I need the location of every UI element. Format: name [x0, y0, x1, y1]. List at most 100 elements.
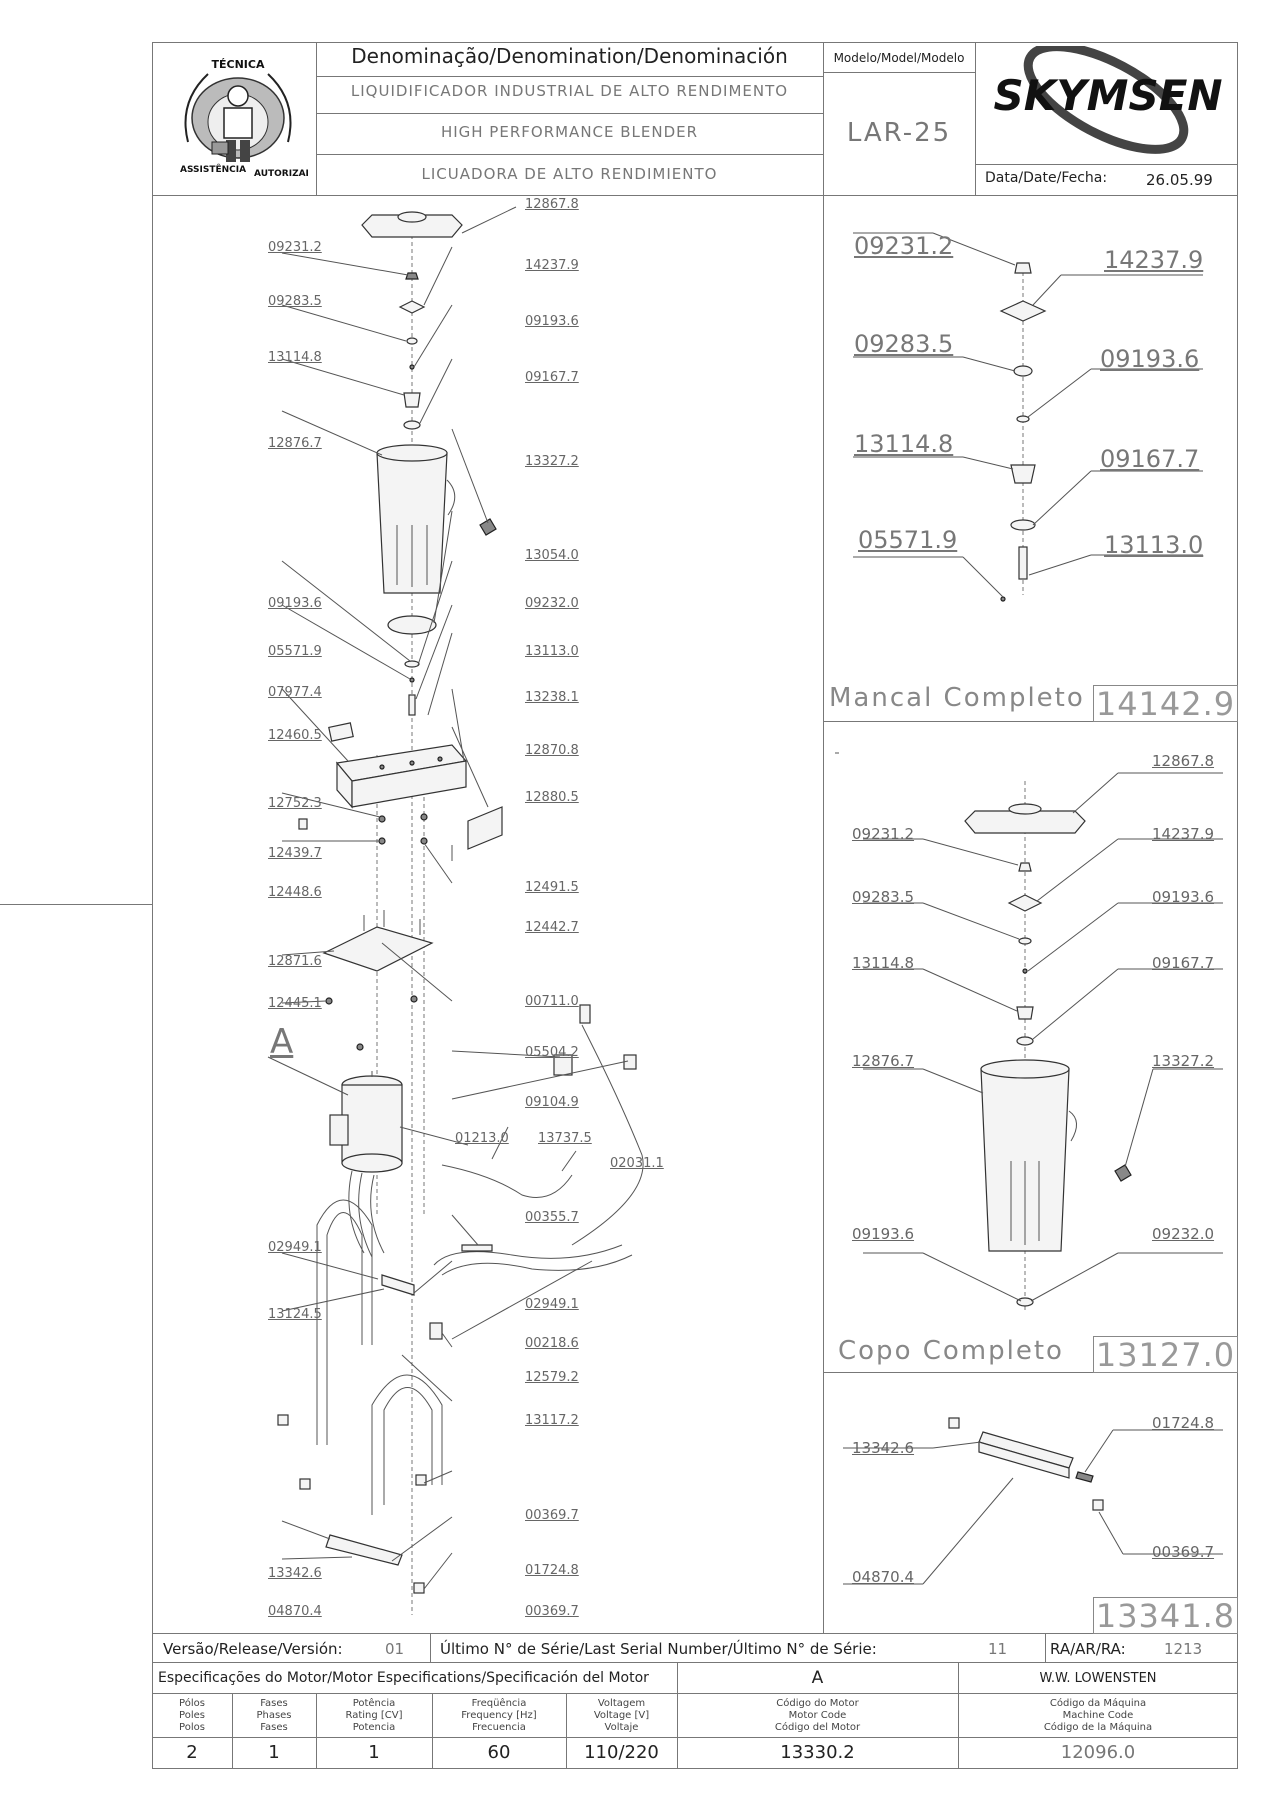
date-label: Data/Date/Fecha: — [985, 170, 1108, 186]
callout-label: 02949.1 — [268, 1240, 322, 1255]
mancal-panel — [823, 195, 1238, 721]
mancal-callout: 13114.8 — [854, 430, 954, 458]
callout-label: 00218.6 — [525, 1336, 579, 1351]
callout-label: 12579.2 — [525, 1370, 579, 1385]
callout-label: 04870.4 — [268, 1604, 322, 1619]
base-callout: 01724.8 — [1152, 1414, 1215, 1432]
callout-label: 12448.6 — [268, 885, 322, 900]
machine-code-value: 12096.0 — [1060, 1742, 1136, 1763]
callout-label: 13342.6 — [268, 1566, 322, 1581]
voltage-value: 110/220 — [584, 1742, 659, 1763]
callout-label: 01213.0 — [455, 1131, 509, 1146]
callout-label: 12870.8 — [525, 743, 579, 758]
callout-label: 05504.2 — [525, 1045, 579, 1060]
version-value: 01 — [385, 1640, 405, 1658]
callout-motor-a: A — [270, 1022, 294, 1062]
callout-label: 09167.7 — [525, 370, 579, 385]
mancal-callout: 09193.6 — [1100, 345, 1200, 373]
brand-wordmark: SKYMSEN — [993, 71, 1222, 120]
exploded-view-drawing — [152, 195, 823, 1633]
base-callout: 04870.4 — [852, 1568, 915, 1586]
motor-code-value: 13330.2 — [780, 1742, 855, 1763]
poles-value: 2 — [186, 1742, 198, 1763]
base-panel — [823, 1372, 1238, 1633]
callout-label: 12876.7 — [268, 436, 322, 451]
callout-label: 13327.2 — [525, 454, 579, 469]
copo-callout: 09232.0 — [1152, 1225, 1215, 1243]
copo-callout: 09193.6 — [1152, 888, 1215, 906]
callout-label: 07977.4 — [268, 685, 322, 700]
motor-letter: A — [811, 1668, 824, 1688]
base-callout: 00369.7 — [1152, 1543, 1215, 1561]
skymsen-logo: SKYMSEN — [978, 42, 1236, 162]
frequency-value: 60 — [487, 1742, 511, 1763]
copo-code: 13127.0 — [1093, 1336, 1238, 1374]
denomination-title: Denominação/Denomination/Denominación — [351, 44, 788, 68]
power-value: 1 — [368, 1742, 380, 1763]
callout-label: 00355.7 — [525, 1210, 579, 1225]
callout-label: 13114.8 — [268, 350, 322, 365]
date-value: 26.05.99 — [1146, 171, 1213, 189]
callout-label: 13117.2 — [525, 1413, 579, 1428]
callout-label: 13124.5 — [268, 1307, 322, 1322]
callout-label: 13737.5 — [538, 1131, 592, 1146]
callout-label: 02031.1 — [610, 1156, 664, 1171]
model-title: Modelo/Model/Modelo — [833, 51, 965, 65]
copo-panel — [823, 721, 1238, 1372]
copo-callout: 09193.6 — [852, 1225, 915, 1243]
callout-label: 09193.6 — [525, 314, 579, 329]
callout-label: 09232.0 — [525, 596, 579, 611]
callout-label: 12752.3 — [268, 796, 322, 811]
callout-label: 13113.0 — [525, 644, 579, 659]
callout-label: 05571.9 — [268, 644, 322, 659]
copo-callout: 09231.2 — [852, 825, 915, 843]
callout-label: 13054.0 — [525, 548, 579, 563]
copo-callout: 09167.7 — [1152, 954, 1215, 972]
left-margin-line — [0, 904, 152, 905]
callout-label: 01724.8 — [525, 1563, 579, 1578]
callout-label: 12867.8 — [525, 197, 579, 212]
motor-manufacturer: W.W. LOWENSTEN — [1039, 1671, 1157, 1686]
copo-callout: 13114.8 — [852, 954, 915, 972]
callout-label: 13238.1 — [525, 690, 579, 705]
callout-label: 00369.7 — [525, 1604, 579, 1619]
mancal-callout: 05571.9 — [858, 526, 958, 554]
serial-value: 11 — [988, 1640, 1008, 1658]
callout-label: 09283.5 — [268, 294, 322, 309]
authorized-service-seal: TÉCNICA ASSISTÊNCIA AUTORIZADA — [168, 52, 320, 184]
mancal-callout: 13113.0 — [1104, 531, 1204, 559]
mancal-code: 14142.9 — [1093, 685, 1238, 723]
mancal-callout: 09283.5 — [854, 330, 954, 358]
callout-label: 12880.5 — [525, 790, 579, 805]
copo-title: Copo Completo — [838, 1336, 1064, 1366]
callout-label: 14237.9 — [525, 258, 579, 273]
mancal-callout: 09231.2 — [854, 232, 954, 260]
callout-label: 12439.7 — [268, 846, 322, 861]
copo-callout: 12876.7 — [852, 1052, 915, 1070]
svg-text:TÉCNICA: TÉCNICA — [212, 58, 265, 71]
version-label: Versão/Release/Versión: — [163, 1640, 343, 1658]
callout-label: 09193.6 — [268, 596, 322, 611]
ra-label: RA/AR/RA: — [1050, 1640, 1126, 1658]
ra-value: 1213 — [1164, 1640, 1203, 1658]
callout-label: 12460.5 — [268, 728, 322, 743]
base-code: 13341.8 — [1093, 1597, 1238, 1635]
serial-label: Último N° de Série/Last Serial Number/Úl… — [440, 1640, 877, 1658]
callout-label: 00711.0 — [525, 994, 579, 1009]
model-number: LAR-25 — [846, 118, 952, 148]
panel-divider — [823, 195, 824, 1633]
mancal-title: Mancal Completo — [829, 683, 1085, 713]
phases-value: 1 — [268, 1742, 280, 1763]
copo-callout: 09283.5 — [852, 888, 915, 906]
callout-label: 12491.5 — [525, 880, 579, 895]
copo-callout: 13327.2 — [1152, 1052, 1215, 1070]
callout-label: 12442.7 — [525, 920, 579, 935]
drawing-frame — [152, 42, 1238, 1769]
